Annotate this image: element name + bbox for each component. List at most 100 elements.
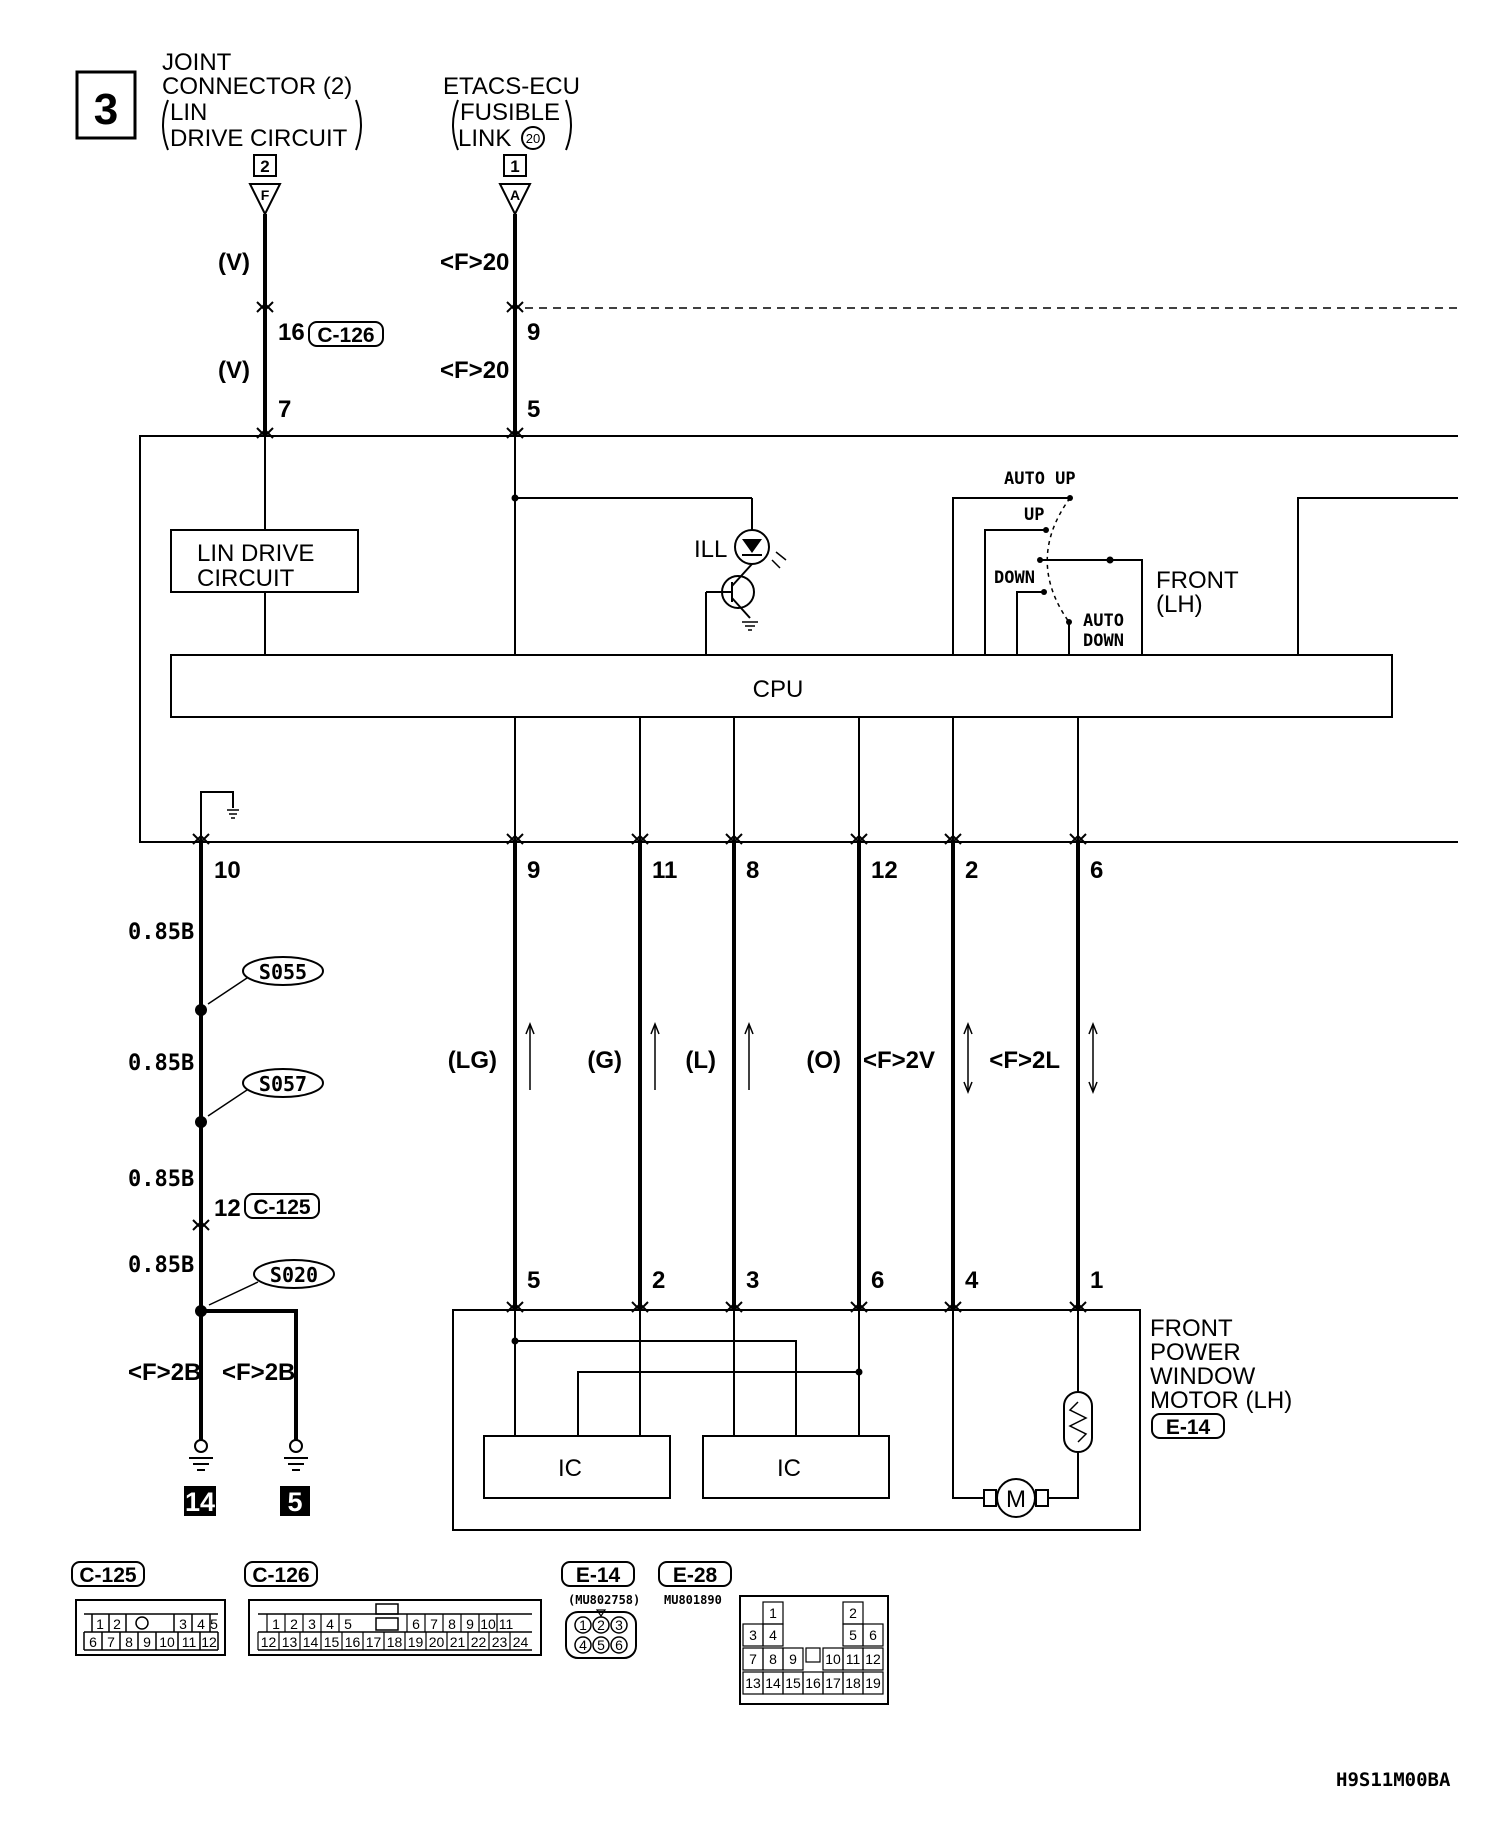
c126-tag: C-126 (317, 324, 374, 347)
c126-pin-r2: 17 (366, 1634, 382, 1650)
etacs-paren-right (565, 99, 572, 151)
w2-color-a: <F>20 (440, 249, 509, 276)
switch-down-wire (1016, 591, 1044, 655)
output-pin-2: 11 (652, 857, 677, 884)
w2-pin: 9 (527, 319, 540, 346)
motor-label-4: MOTOR (LH) (1150, 1387, 1292, 1414)
c126-key (375, 1603, 399, 1615)
ground-left-color: <F>2B (128, 1359, 201, 1386)
output-pin-5: 2 (965, 857, 978, 884)
output-pin-6: 6 (1090, 857, 1103, 884)
e28-pin: 17 (825, 1675, 841, 1691)
joint-label-4: DRIVE CIRCUIT (170, 125, 348, 152)
e14-body (565, 1611, 637, 1659)
ground-symbol-left (189, 1457, 213, 1471)
motor-int-4 (952, 1310, 984, 1499)
switch-right-partial (1297, 497, 1458, 655)
switch-common-to-right (1110, 559, 1143, 655)
e28-pin: 18 (845, 1675, 861, 1691)
drawing-code: H9S11M00BA (1336, 1769, 1451, 1791)
ground-w2: 0.85B (128, 1051, 194, 1076)
e28-pin: 16 (805, 1675, 821, 1691)
c126-key-slot (375, 1617, 399, 1631)
switch-down-label: DOWN (994, 568, 1035, 588)
c126-pin-r1: 1 (272, 1616, 280, 1632)
output-pin-3: 8 (746, 857, 759, 884)
e28-label-box (658, 1561, 732, 1587)
switch-internal-ground-icon (227, 809, 239, 819)
e14-pin-circle (592, 1636, 610, 1654)
e28-pin: 7 (749, 1651, 757, 1667)
motor-brush-left (983, 1489, 997, 1507)
splice-s020: S020 (270, 1263, 318, 1287)
motor-label-3: WINDOW (1150, 1363, 1256, 1390)
e28-pin: 13 (745, 1675, 761, 1691)
ground-point-14-box (184, 1486, 216, 1516)
splice-s055-leader (207, 977, 248, 1005)
etacs-pin-box (503, 154, 527, 177)
power-window-motor: FRONT POWER WINDOW MOTOR (LH) E-14 IC IC… (452, 1309, 1292, 1531)
e28-pin: 12 (865, 1651, 881, 1667)
motor-brush-right (1035, 1489, 1049, 1507)
c126-body (248, 1599, 542, 1656)
splice-s055: S055 (259, 960, 307, 984)
etacs-label-1: ETACS-ECU (443, 73, 580, 100)
signal-arrowhead-3 (744, 1021, 754, 1035)
etacs-connector-triangle (498, 183, 532, 217)
c126-label-box (244, 1561, 318, 1587)
motor-connector-box (1151, 1413, 1225, 1439)
c125-pin-r1: 1 (96, 1616, 104, 1632)
c125-label: C-125 (79, 1564, 137, 1587)
c126-pin-r1: 7 (430, 1616, 438, 1632)
c126-pin-r2: 19 (408, 1634, 424, 1650)
motor-pin-6: 1 (1090, 1267, 1103, 1294)
switch-auto-up-label: AUTO UP (1004, 469, 1076, 489)
e14-pin: 5 (597, 1637, 605, 1653)
w2-switch-pin: 5 (527, 396, 540, 423)
e28-cell (782, 1647, 804, 1671)
joint-connector-triangle (248, 183, 282, 217)
c126-pin-r2: 18 (387, 1634, 403, 1650)
contact-down (1041, 589, 1047, 595)
e28-pin: 19 (865, 1675, 881, 1691)
splice-s055-dot (195, 1004, 207, 1016)
motor-int-6-to-ic1 (577, 1371, 859, 1436)
e28-pin: 15 (785, 1675, 801, 1691)
w1-pin-c126: 16 (278, 319, 305, 346)
e28-pin: 2 (849, 1605, 857, 1621)
w1-switch-pin: 7 (278, 396, 291, 423)
switch-auto-down-label-2: DOWN (1083, 631, 1124, 651)
e28-pin: 6 (869, 1627, 877, 1643)
c125-pin-r2: 9 (143, 1634, 151, 1650)
fusible-number: 20 (526, 131, 540, 146)
front-lh-label-1: FRONT (1156, 567, 1239, 594)
e28-cell (862, 1623, 884, 1647)
motor-label-2: POWER (1150, 1339, 1241, 1366)
output-color-1: (LG) (448, 1047, 497, 1074)
ground-w3: 0.85B (128, 1167, 194, 1192)
c125-body (75, 1599, 226, 1656)
joint-connector-source: JOINT CONNECTOR (2) LIN DRIVE CIRCUIT 2 … (162, 49, 362, 217)
e28-cell (762, 1623, 784, 1647)
transistor-ground-icon (742, 621, 758, 631)
signal-arrowhead-2 (650, 1021, 660, 1035)
c126-pin-r2: 24 (513, 1634, 529, 1650)
ill-light-rays (771, 551, 787, 569)
transistor-to-gnd (731, 597, 751, 619)
output-chevron-top-2 (631, 833, 649, 845)
output-color-6: <F>2L (989, 1047, 1060, 1074)
ground-circuit: 10 0.85B S055 0.85B S057 0.85B 12 C-125 … (128, 833, 335, 1517)
e14-pin: 1 (579, 1617, 587, 1633)
front-lh-switch: AUTO UP UP DOWN AUTO DOWN FRONT (LH) (952, 469, 1239, 655)
c125-pin-r2: 11 (182, 1634, 197, 1650)
output-chevron-top-3 (725, 833, 743, 845)
ground-point-14: 14 (185, 1487, 215, 1517)
c126-pin-r2: 21 (450, 1634, 466, 1650)
c125-pin-r1: 4 (197, 1616, 205, 1632)
ill-led-triangle (742, 539, 762, 553)
joint-label-3: LIN (170, 99, 207, 126)
